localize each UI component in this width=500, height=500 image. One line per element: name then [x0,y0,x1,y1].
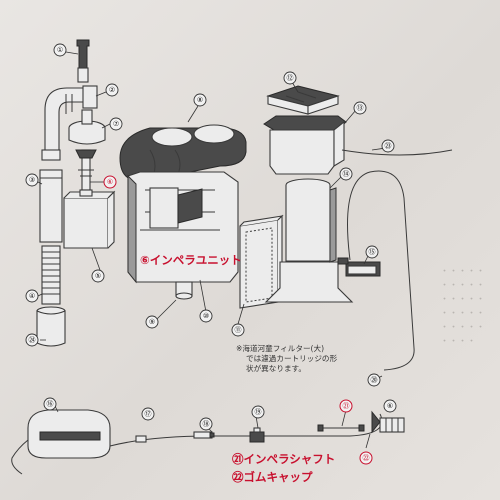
svg-text:⑥: ⑥ [107,178,113,186]
svg-text:⑥: ⑥ [387,402,393,410]
strainer-cap-part [76,39,90,83]
sponge-part [36,306,66,347]
cartridge-note-line-3: 状が異なります。 [246,364,306,373]
svg-text:⑤: ⑤ [95,272,101,280]
callout-24: ㉔ [25,333,39,347]
check-valve-part [193,431,215,439]
spare-rubber-part [135,435,147,443]
callout-6-detail: ⑥ [383,399,397,413]
svg-text:㉒: ㉒ [363,454,370,462]
air-tube-loop [347,170,415,371]
svg-text:⑩: ⑩ [203,312,209,320]
impeller-shaft-label: ㉑インペラシャフト [232,452,336,466]
callout-2: ② [105,83,119,97]
svg-text:⑳: ⑳ [371,376,378,384]
skimmer-column-part [264,178,354,303]
callout-17: ⑰ [141,407,155,421]
filter-cartridge-part [239,214,284,309]
skimmer-top-cap-part [266,85,340,115]
cartridge-note: ※海道河童フィルター(大) では濾過カートリッジの形 状が異なります。 [236,344,337,374]
pump-cover-part [68,109,106,145]
impeller-detail-part [371,410,405,434]
impeller-shaft-part [317,424,365,432]
callout-15: ⑮ [365,245,379,259]
svg-text:②: ② [109,86,115,94]
air-control-valve-part [249,427,265,443]
svg-text:⑬: ⑬ [357,104,364,112]
flex-hose-part [41,245,61,305]
svg-text:①: ① [57,46,63,54]
svg-text:㉔: ㉔ [29,336,36,344]
leader-lines [37,51,387,449]
intake-pipe-part [39,149,63,243]
rubber-cap-label: ㉒ゴムキャップ [232,470,313,484]
outlet-nozzle-part [175,281,193,300]
callout-8: ⑧ [193,93,207,107]
callout-10: ⑩ [199,309,213,323]
filter-case-part [127,171,239,284]
impeller-unit-label: ⑥インペラユニット [140,253,242,267]
callout-12: ⑫ [283,71,297,85]
svg-text:④: ④ [29,292,35,300]
air-pump-part [11,409,111,475]
elbow-pipe-part [44,85,98,151]
air-tube-upper [341,149,453,156]
collection-cup-part [263,115,347,175]
callout-1: ① [53,43,67,57]
callout-20: ⑳ [367,373,381,387]
callout-5: ⑤ [91,269,105,283]
airline-outlet-part [337,257,381,277]
svg-text:⑪: ⑪ [235,326,242,334]
svg-text:⑮: ⑮ [369,248,376,256]
cartridge-note-line-2: では濾過カートリッジの形 [246,354,338,363]
svg-text:③: ③ [29,176,35,184]
callout-16: ⑯ [43,397,57,411]
svg-text:⑯: ⑯ [47,400,54,408]
svg-text:⑲: ⑲ [255,408,262,416]
callout-18: ⑱ [199,417,213,431]
pump-body-part [63,189,116,249]
callout-4: ④ [25,289,39,303]
svg-text:⑭: ⑭ [343,170,350,178]
callout-6: ⑥ [103,175,117,189]
callout-13: ⑬ [353,101,367,115]
impeller-part [75,149,97,191]
callout-7: ⑦ [109,117,123,131]
cartridge-note-line-1: ※海道河童フィルター(大) [236,344,325,353]
svg-text:㉓: ㉓ [385,142,392,150]
svg-text:⑫: ⑫ [287,74,294,82]
callout-14: ⑭ [339,167,353,181]
callout-21: ㉑ [339,399,353,413]
callout-3: ③ [25,173,39,187]
callout-22: ㉒ [359,451,373,465]
svg-text:⑱: ⑱ [203,420,210,428]
callout-11: ⑪ [231,323,245,337]
svg-text:㉑: ㉑ [343,402,350,410]
callout-23: ㉓ [381,139,395,153]
bleed-through-text: ・・・・・・・・・・・・・・・・・・・・・・・・・・・・・ [440,267,486,347]
svg-text:⑦: ⑦ [113,120,119,128]
svg-text:⑧: ⑧ [197,96,203,104]
svg-text:⑨: ⑨ [149,318,155,326]
filter-lid-part [119,124,247,183]
callout-9: ⑨ [145,315,159,329]
callout-19: ⑲ [251,405,265,419]
svg-text:⑰: ⑰ [145,410,152,418]
